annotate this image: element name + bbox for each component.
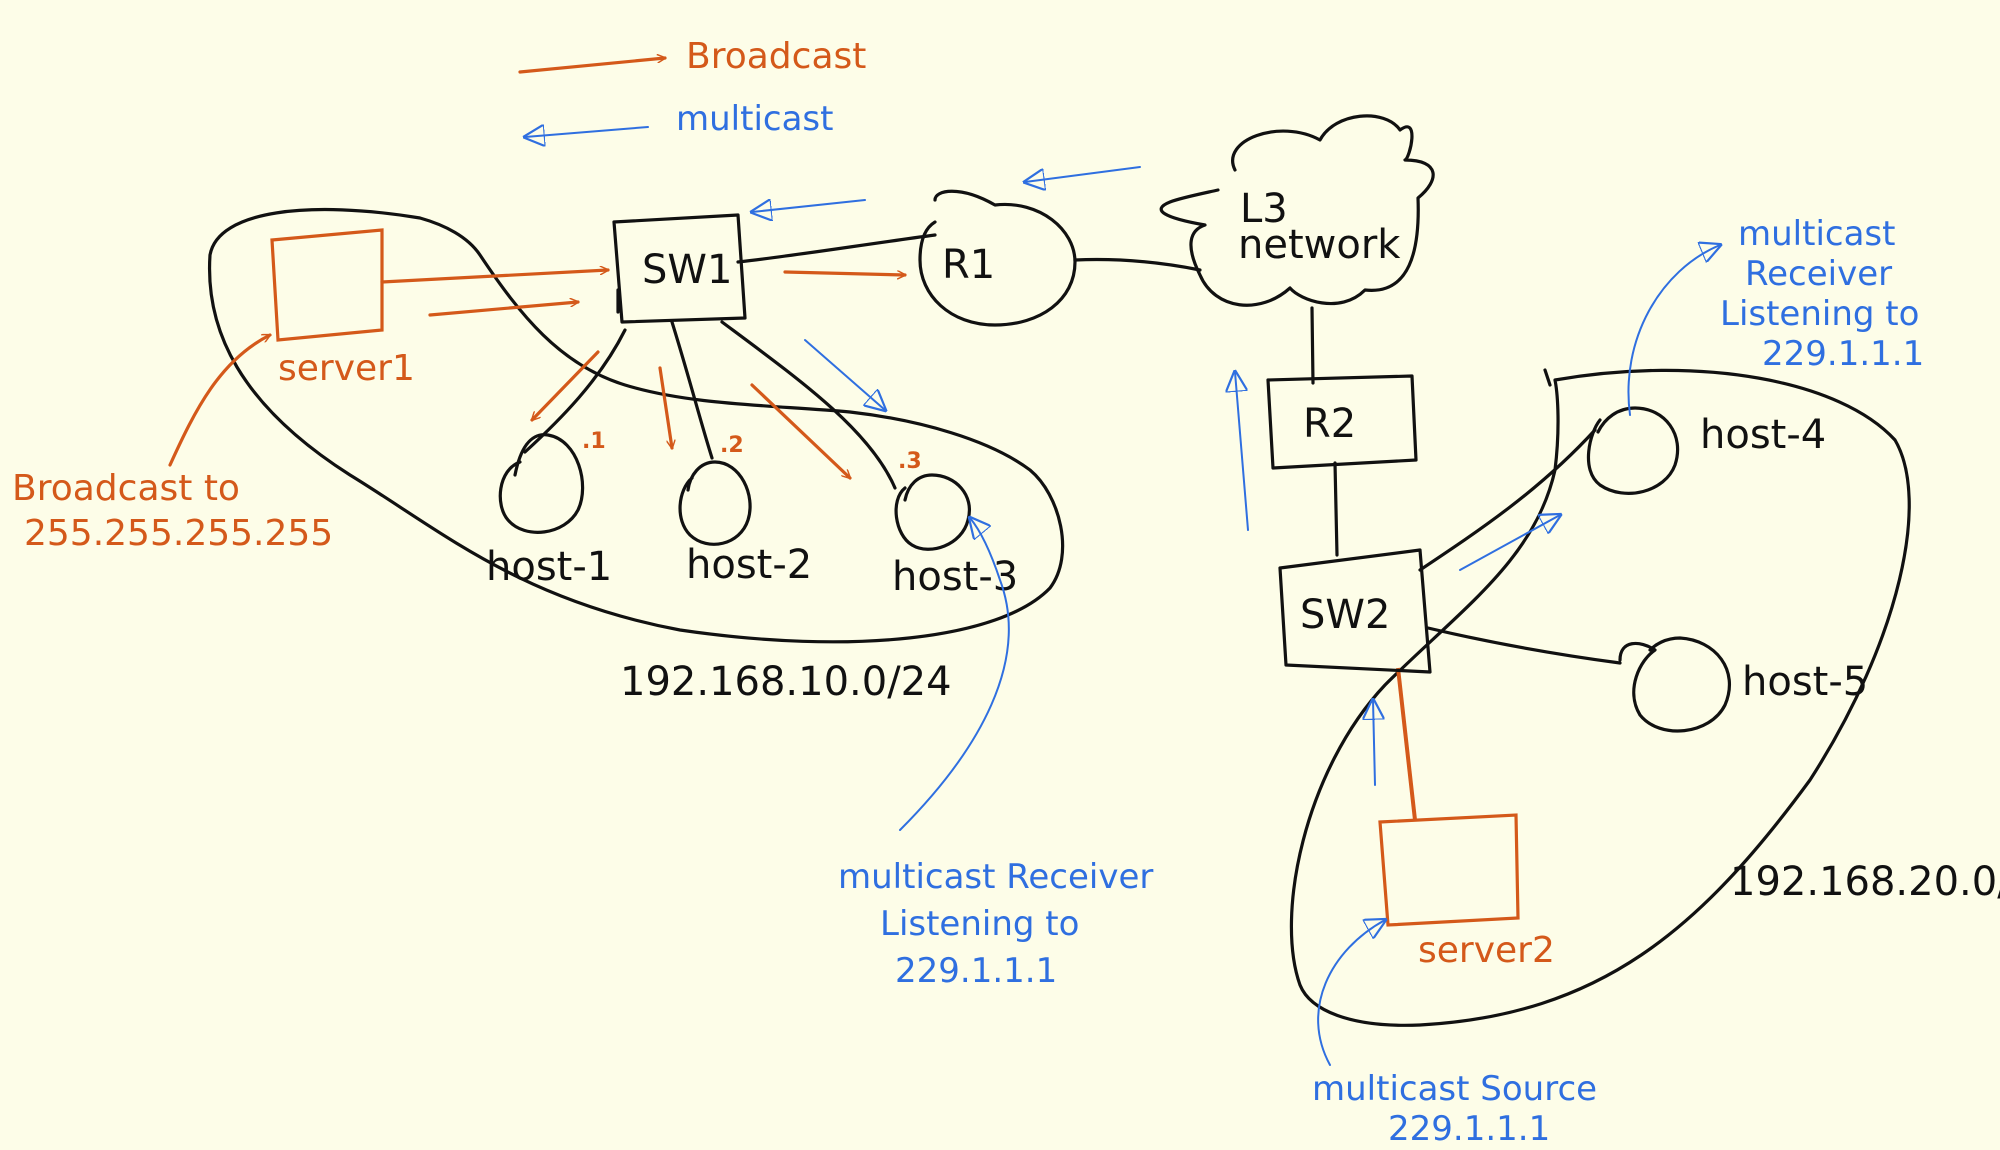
broadcast-sw1-to-host3 bbox=[750, 383, 850, 478]
link-sw2-host4 bbox=[1418, 428, 1597, 572]
sw2-box bbox=[1278, 548, 1432, 674]
host2-label: host-2 bbox=[686, 542, 812, 588]
server2-box bbox=[1378, 813, 1520, 927]
host-1: host-1 .1 bbox=[486, 429, 612, 590]
broadcast-annotation-line2: 255.255.255.255 bbox=[24, 513, 333, 554]
subnet-right-edge-mark bbox=[1543, 368, 1552, 387]
multicast-r2-to-cloud bbox=[1235, 372, 1249, 531]
legend-multicast-arrow bbox=[525, 127, 649, 137]
legend-broadcast-arrow bbox=[518, 58, 667, 74]
broadcast-arrows bbox=[168, 270, 907, 478]
links bbox=[523, 233, 1622, 821]
host3-suffix: .3 bbox=[898, 449, 922, 474]
host-5: host-5 bbox=[1618, 636, 1868, 733]
subnet-left-boundary bbox=[207, 207, 1065, 644]
receiver-left-line1: multicast Receiver bbox=[838, 857, 1153, 897]
host-4: host-4 bbox=[1586, 406, 1826, 495]
broadcast-annotation-pointer bbox=[168, 333, 270, 467]
host2-circle bbox=[678, 460, 752, 546]
cloud-outline bbox=[1159, 114, 1435, 307]
receiver-left-pointer bbox=[899, 518, 1010, 831]
source-annotation: multicast Source 229.1.1.1 bbox=[1312, 1069, 1597, 1149]
multicast-sw2-to-host4 bbox=[1459, 515, 1560, 571]
subnet-right-boundary bbox=[1289, 368, 1911, 1027]
host3-label: host-3 bbox=[892, 554, 1018, 600]
link-r1-cloud bbox=[1073, 257, 1202, 272]
server2: server2 bbox=[1378, 813, 1555, 971]
broadcast-server1-to-sw1-a bbox=[380, 270, 610, 284]
multicast-cloud-to-r1 bbox=[1025, 166, 1141, 182]
link-sw2-host5 bbox=[1426, 626, 1622, 665]
subnet-right-label: 192.168.20.0/24 bbox=[1730, 859, 2000, 905]
link-r2-sw2 bbox=[1333, 461, 1339, 557]
broadcast-annotation: Broadcast to 255.255.255.255 bbox=[12, 468, 333, 554]
multicast-sw1-to-host3 bbox=[804, 339, 885, 410]
router-r2: R2 bbox=[1266, 374, 1418, 470]
link-sw1-r1 bbox=[736, 233, 937, 264]
receiver-left-line3: 229.1.1.1 bbox=[895, 951, 1057, 991]
link-sw1-host3 bbox=[720, 320, 897, 490]
sw1-box bbox=[612, 213, 747, 324]
receiver-right-line4: 229.1.1.1 bbox=[1762, 334, 1924, 374]
r2-label: R2 bbox=[1303, 401, 1356, 447]
link-sw2-server2 bbox=[1396, 667, 1417, 821]
link-cloud-r2 bbox=[1310, 306, 1315, 385]
broadcast-sw1-to-r1 bbox=[783, 272, 907, 275]
broadcast-server1-to-sw1-b bbox=[428, 302, 580, 317]
server1-box bbox=[270, 228, 384, 342]
broadcast-sw1-to-host1 bbox=[532, 350, 600, 420]
server1-label: server1 bbox=[278, 348, 415, 389]
legend-multicast-label: multicast bbox=[676, 99, 833, 139]
receiver-right-line2: Receiver bbox=[1745, 254, 1892, 294]
multicast-r1-to-sw1 bbox=[752, 200, 866, 212]
host5-label: host-5 bbox=[1742, 659, 1868, 705]
sw1-label: SW1 bbox=[642, 247, 732, 293]
receiver-right-pointer bbox=[1627, 245, 1720, 416]
host4-label: host-4 bbox=[1700, 412, 1826, 458]
broadcast-sw1-to-host2 bbox=[658, 366, 672, 450]
host1-label: host-1 bbox=[486, 544, 612, 590]
receiver-right-annotation: multicast Receiver Listening to 229.1.1.… bbox=[1720, 214, 1924, 374]
r1-label: R1 bbox=[942, 242, 995, 288]
host1-suffix: .1 bbox=[582, 429, 606, 454]
receiver-left-annotation: multicast Receiver Listening to 229.1.1.… bbox=[838, 857, 1153, 991]
host4-circle bbox=[1586, 406, 1680, 495]
r1-outline bbox=[918, 189, 1077, 327]
source-pointer bbox=[1317, 920, 1385, 1066]
multicast-arrows bbox=[752, 166, 1720, 1066]
server1: server1 bbox=[270, 228, 415, 389]
receiver-left-line2: Listening to bbox=[880, 904, 1079, 944]
subnet-left-label: 192.168.10.0/24 bbox=[620, 659, 952, 705]
sw2-label: SW2 bbox=[1300, 592, 1390, 638]
router-r1: R1 bbox=[918, 189, 1077, 327]
cloud-label-line2: network bbox=[1238, 222, 1401, 268]
link-sw1-host1 bbox=[523, 328, 627, 454]
cloud-label-line1: L3 bbox=[1240, 186, 1288, 232]
r2-box bbox=[1266, 374, 1418, 470]
l3-network-cloud: L3 network bbox=[1159, 114, 1435, 307]
legend-broadcast-label: Broadcast bbox=[686, 36, 866, 77]
host2-suffix: .2 bbox=[720, 433, 744, 458]
broadcast-annotation-line1: Broadcast to bbox=[12, 468, 240, 509]
source-line2: 229.1.1.1 bbox=[1388, 1109, 1550, 1149]
switch-sw1: SW1 bbox=[612, 213, 747, 324]
link-sw1-host2 bbox=[670, 320, 714, 460]
switch-sw2: SW2 bbox=[1278, 548, 1432, 674]
host3-circle bbox=[894, 473, 971, 551]
server2-label: server2 bbox=[1418, 930, 1555, 971]
receiver-right-line3: Listening to bbox=[1720, 294, 1919, 334]
source-line1: multicast Source bbox=[1312, 1069, 1597, 1109]
receiver-right-line1: multicast bbox=[1738, 214, 1895, 254]
host5-circle bbox=[1618, 636, 1731, 733]
multicast-sw2-to-r2 bbox=[1373, 700, 1375, 786]
host-2: host-2 .2 bbox=[678, 433, 812, 588]
legend: Broadcast multicast bbox=[518, 36, 866, 139]
host1-circle bbox=[498, 433, 585, 534]
